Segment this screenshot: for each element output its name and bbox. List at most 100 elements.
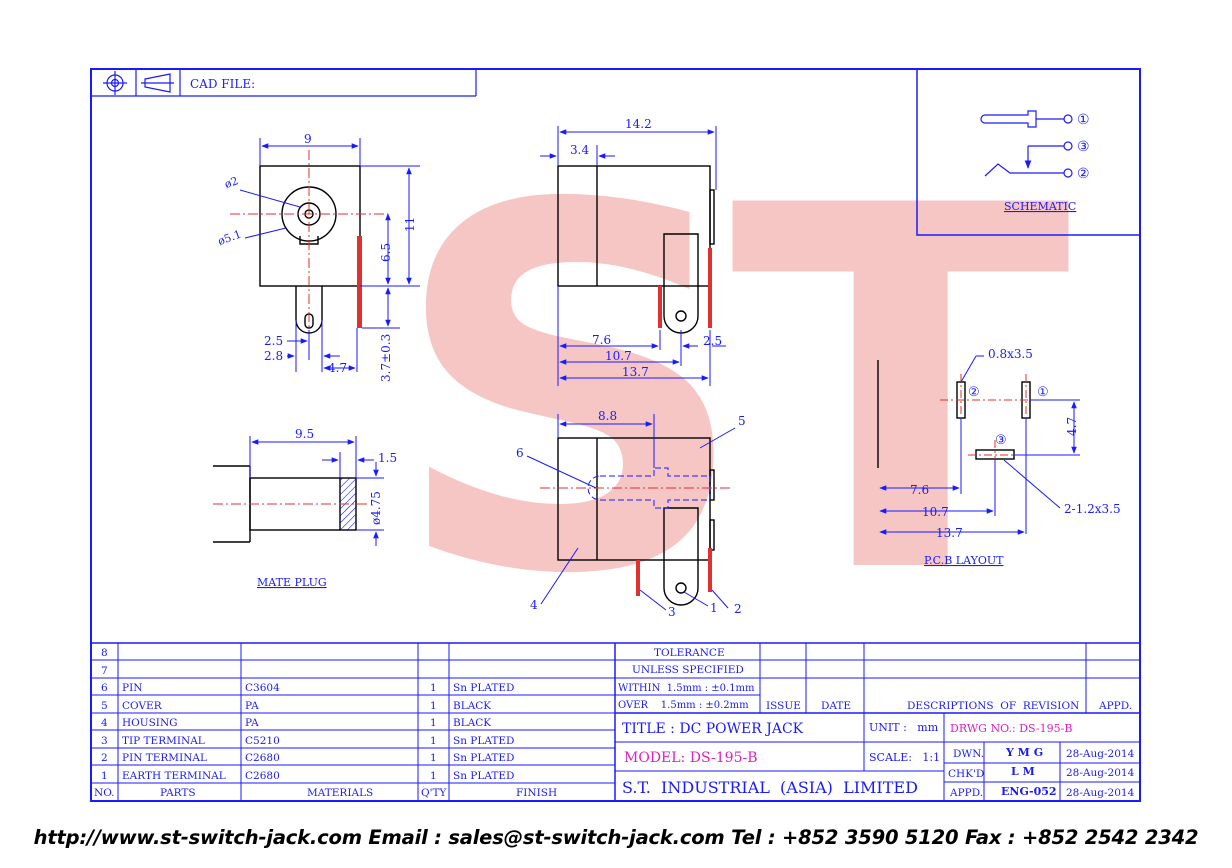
- callout-3: 3: [668, 605, 676, 619]
- bom-header-qty: Q'TY: [421, 787, 447, 799]
- dwn-label: DWN.: [953, 748, 984, 760]
- dwn-name: Y M G: [1005, 746, 1043, 759]
- schematic-label: SCHEMATIC: [1004, 200, 1076, 213]
- callout-5: 5: [738, 414, 746, 428]
- plug-dia-dim: ø4.75: [369, 491, 383, 525]
- bom-row: 4 HOUSING PA 1 BLACK: [101, 717, 491, 729]
- bom-qty: 1: [430, 752, 437, 764]
- bom-no: 2: [101, 752, 108, 764]
- bom-qty: 1: [430, 717, 437, 729]
- bom-header-parts: PARTS: [160, 787, 196, 799]
- bom-no: 6: [101, 682, 108, 694]
- bom-material: PA: [245, 717, 259, 729]
- pcb-layout-label: P.C.B LAYOUT: [924, 554, 1004, 567]
- pcb-pin-1: ①: [1037, 385, 1049, 400]
- appd-date: 28-Aug-2014: [1066, 787, 1135, 799]
- front-hole-dim: ø2: [223, 174, 240, 191]
- front-center-dim: 6.5: [379, 243, 393, 262]
- side-b2-dim: 10.7: [605, 349, 632, 363]
- bom-grid: [91, 642, 1140, 801]
- bom-part: HOUSING: [122, 717, 178, 729]
- bom-header-finish: FINISH: [516, 787, 557, 799]
- mate-plug-view: 9.5 1.5 ø4.75 MATE PLUG: [213, 427, 397, 589]
- chkd-date: 28-Aug-2014: [1066, 767, 1135, 779]
- bom-no: 3: [101, 735, 108, 747]
- assembly-len-dim: 8.8: [598, 409, 617, 423]
- tolerance-subtitle: UNLESS SPECIFIED: [632, 664, 744, 676]
- callout-4: 4: [530, 598, 538, 612]
- title-text: TITLE : DC POWER JACK: [622, 721, 804, 737]
- bom-finish: BLACK: [453, 700, 491, 712]
- front-d1-dim: 2.5: [264, 334, 283, 348]
- front-height-dim: 11: [403, 217, 417, 232]
- front-width-dim: 9: [304, 132, 312, 146]
- svg-text:ST: ST: [390, 101, 1074, 683]
- bom-material: C2680: [245, 770, 280, 782]
- bom-material: C3604: [245, 682, 280, 694]
- company-name: S.T. INDUSTRIAL (ASIA) LIMITED: [622, 778, 918, 797]
- pcb-pitch-dim: 4.7: [1065, 417, 1079, 436]
- bom-no: 1: [101, 770, 108, 782]
- bom-finish: Sn PLATED: [453, 752, 514, 764]
- front-d2-dim: 2.8: [264, 349, 283, 363]
- revision-appd: APPD.: [1098, 700, 1132, 712]
- bom-row: 7: [101, 665, 108, 677]
- bom-no: 4: [101, 717, 108, 729]
- revision-date: DATE: [821, 700, 851, 712]
- pcb-d3-dim: 13.7: [936, 526, 963, 540]
- revision-descriptions: DESCRIPTIONS OF REVISION: [907, 700, 1079, 712]
- chkd-label: CHK'D: [948, 768, 984, 780]
- unit-text: UNIT : mm: [869, 721, 939, 734]
- front-outer-dim: ø5.1: [216, 228, 243, 248]
- pcb-holes-dim: 2-1.2x3.5: [1064, 502, 1121, 516]
- bom-no: 7: [101, 665, 108, 677]
- pcb-d1-dim: 7.6: [910, 483, 929, 497]
- bom-header-no: NO.: [94, 787, 115, 799]
- callout-6: 6: [516, 446, 524, 460]
- schematic-pin-3: ③: [1077, 139, 1090, 155]
- appd-label: APPD.: [949, 787, 983, 799]
- bom-row: 1 EARTH TERMINAL C2680 1 Sn PLATED: [101, 770, 514, 782]
- side-view: 14.2 3.4 7.6 10.7 13.7 2.5: [540, 117, 726, 386]
- dwn-date: 28-Aug-2014: [1066, 748, 1135, 760]
- bom-finish: Sn PLATED: [453, 735, 514, 747]
- bom-part: COVER: [122, 700, 163, 712]
- cad-file-header: [91, 69, 477, 97]
- bom-qty: 1: [430, 735, 437, 747]
- pcb-pin-3: ③: [995, 433, 1007, 448]
- bom-material: C5210: [245, 735, 280, 747]
- schematic-pin-2: ②: [1077, 166, 1090, 182]
- st-watermark-logo: ST: [390, 101, 1094, 683]
- bom-part: PIN TERMINAL: [122, 752, 207, 764]
- plug-length-dim: 9.5: [295, 427, 314, 441]
- pcb-layout: 0.8x3.5 ② ① ③ 4.7 7.6 10.7 13.7 2-1.2x3.…: [877, 347, 1121, 567]
- front-view: 9 ø2 ø5.1 11 6.5 3.7±0.3 2.5 2.8 4.7: [216, 132, 420, 382]
- pcb-slot-dim: 0.8x3.5: [988, 347, 1033, 361]
- tolerance-within: WITHIN 1.5mm : ±0.1mm: [618, 683, 755, 694]
- model-text: MODEL: DS-195-B: [624, 750, 758, 766]
- projection-circle-icon: [103, 71, 127, 95]
- side-b4-dim: 2.5: [703, 334, 722, 348]
- bom-finish: Sn PLATED: [453, 770, 514, 782]
- side-offset-dim: 3.4: [570, 143, 589, 157]
- side-top-dim: 14.2: [625, 117, 652, 131]
- mate-plug-label: MATE PLUG: [257, 576, 327, 589]
- side-b1-dim: 7.6: [592, 333, 611, 347]
- bom-row: 8: [101, 647, 108, 659]
- projection-cone-icon: [141, 73, 174, 93]
- revision-issue: ISSUE: [766, 700, 801, 712]
- callout-1: 1: [710, 601, 718, 615]
- bom-row: 3 TIP TERMINAL C5210 1 Sn PLATED: [101, 735, 514, 747]
- bom-row: 2 PIN TERMINAL C2680 1 Sn PLATED: [101, 752, 514, 764]
- cad-file-label: CAD FILE:: [190, 77, 255, 91]
- drawing-number: DRWG NO.: DS-195-B: [950, 722, 1072, 735]
- bom-qty: 1: [430, 700, 437, 712]
- bom-part: TIP TERMINAL: [122, 735, 205, 747]
- bom-no: 8: [101, 647, 108, 659]
- bom-row: 5 COVER PA 1 BLACK: [101, 700, 491, 712]
- bom-finish: BLACK: [453, 717, 491, 729]
- plug-tip-dim: 1.5: [378, 451, 397, 465]
- bom-header-materials: MATERIALS: [307, 787, 373, 799]
- scale-text: SCALE: 1:1: [869, 751, 940, 764]
- schematic-box: ① ③ ② SCHEMATIC: [916, 68, 1141, 236]
